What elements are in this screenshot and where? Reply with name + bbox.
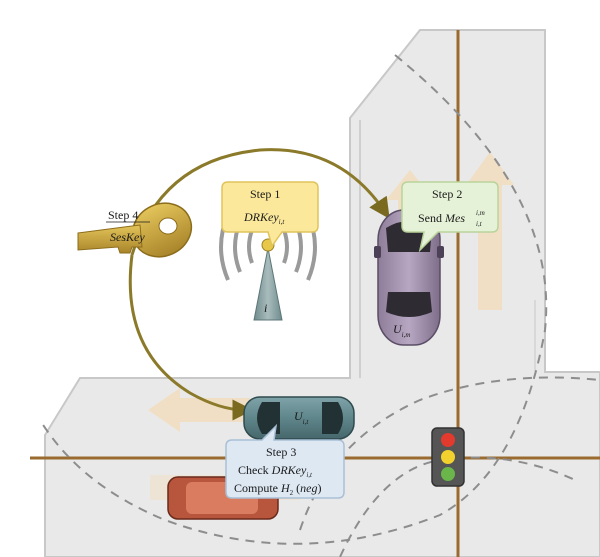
coverage-circle-large (39, 54, 548, 545)
arrow-step4-to-step3 (128, 254, 254, 421)
step2-title: Step 2 (432, 187, 462, 201)
step3-bubble (225, 423, 345, 499)
step1-bubble (221, 181, 319, 248)
step4-title: Step 4 (108, 208, 138, 222)
step3-compute-close: ) (318, 481, 322, 495)
step2-mes: Mes (444, 211, 465, 225)
step4-seskey: SesKey (110, 230, 145, 244)
car-lower-label-sub: i,t (303, 418, 310, 426)
step3-compute: Compute H2(neg) (234, 481, 322, 497)
step2-mes-sub: i,t (476, 220, 483, 228)
step3-check-sub: i,t (306, 471, 313, 479)
step3-check: Check DRKeyi,t (238, 463, 313, 479)
step3-compute-open: ( (296, 481, 300, 495)
step1-title: Step 1 (250, 187, 280, 201)
step3-compute-h-sub: 2 (290, 489, 294, 497)
car-upper-label-main: U (393, 322, 403, 336)
traffic-light-icon (431, 427, 465, 487)
step1-drkey-sub: i,t (279, 218, 286, 226)
step3-title: Step 3 (266, 445, 296, 459)
step3-compute-h: H (280, 481, 291, 495)
key-icon (77, 202, 193, 258)
car-upper-label-sub: i,m (402, 331, 411, 339)
step2-send: Send Mes (418, 211, 465, 225)
car-upper-label: Ui,m (393, 322, 410, 339)
tower-label: i (264, 301, 267, 315)
antenna-tower-icon (219, 213, 317, 321)
vehicle-lower-icon (243, 396, 355, 440)
car-lower-label: Ui,t (294, 409, 309, 426)
step2-bubble (401, 181, 499, 253)
step2-send-prefix: Send (418, 211, 445, 225)
road-arrow-left (148, 388, 250, 432)
car-lower-label-main: U (294, 409, 304, 423)
step3-check-prefix: Check (238, 463, 272, 477)
step1-drkey-main: DRKey (243, 210, 279, 224)
step3-check-key: DRKey (271, 463, 307, 477)
step3-compute-prefix: Compute (234, 481, 281, 495)
step4-label: Step 4 SesKey (106, 208, 150, 244)
step2-mes-sup: i,m (476, 209, 485, 217)
step3-compute-neg: neg (300, 481, 317, 495)
step1-drkey: DRKeyi,t (243, 210, 285, 226)
